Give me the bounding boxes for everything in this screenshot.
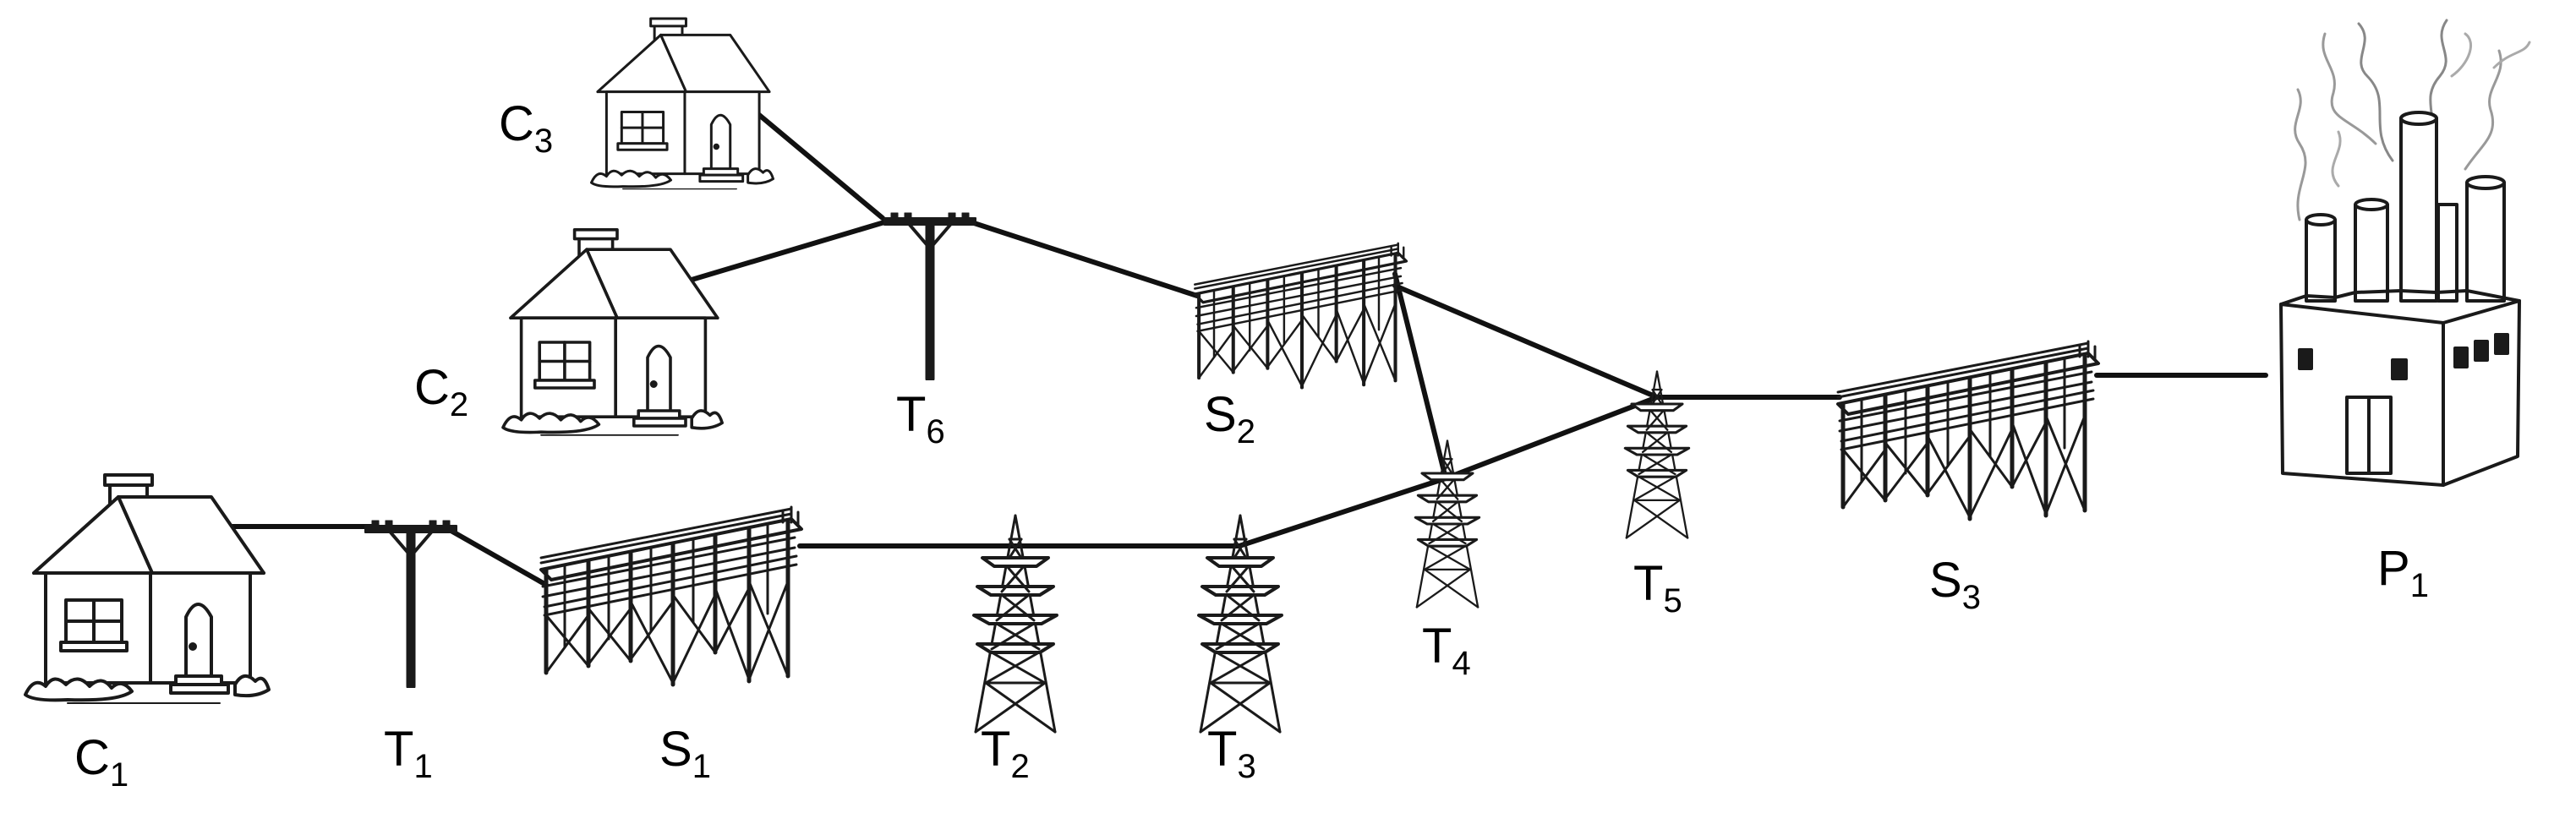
label-t6: T6 xyxy=(896,387,945,450)
utility-pole-icon-t1 xyxy=(365,521,457,686)
utility-pole-icon-t6 xyxy=(884,213,976,379)
label-s3: S3 xyxy=(1929,553,1981,616)
transmission-tower-icon-t4 xyxy=(1414,439,1481,609)
wire-t6-c2 xyxy=(681,217,895,285)
wire-t6-c3 xyxy=(747,104,885,221)
wire-t3-t4 xyxy=(1237,476,1448,548)
house-icon-c3 xyxy=(589,17,774,191)
label-t5: T5 xyxy=(1633,556,1682,619)
substation-icon-s1 xyxy=(541,507,801,685)
wire-t1-s1 xyxy=(446,527,549,587)
power-plant-icon-p1 xyxy=(2281,20,2530,485)
wire-layer xyxy=(209,104,2268,587)
label-t2: T2 xyxy=(981,722,1030,785)
house-icon-c2 xyxy=(501,228,724,437)
label-t1: T1 xyxy=(384,722,433,785)
label-c2: C2 xyxy=(414,360,468,423)
house-icon-c1 xyxy=(24,473,271,705)
wire-t4-t5 xyxy=(1443,395,1660,481)
label-t3: T3 xyxy=(1207,722,1256,785)
label-c1: C1 xyxy=(74,730,129,794)
wire-t4-s2 xyxy=(1392,271,1448,481)
substation-icon-s3 xyxy=(1838,341,2098,519)
substation-icon-s2 xyxy=(1195,243,1406,388)
label-t4: T4 xyxy=(1422,619,1471,682)
label-s1: S1 xyxy=(659,722,711,785)
label-p1: P1 xyxy=(2377,541,2429,604)
label-c3: C3 xyxy=(499,96,553,160)
wire-s2-t5 xyxy=(1392,283,1660,400)
label-s2: S2 xyxy=(1204,387,1255,450)
wire-s2-t6 xyxy=(966,219,1200,298)
